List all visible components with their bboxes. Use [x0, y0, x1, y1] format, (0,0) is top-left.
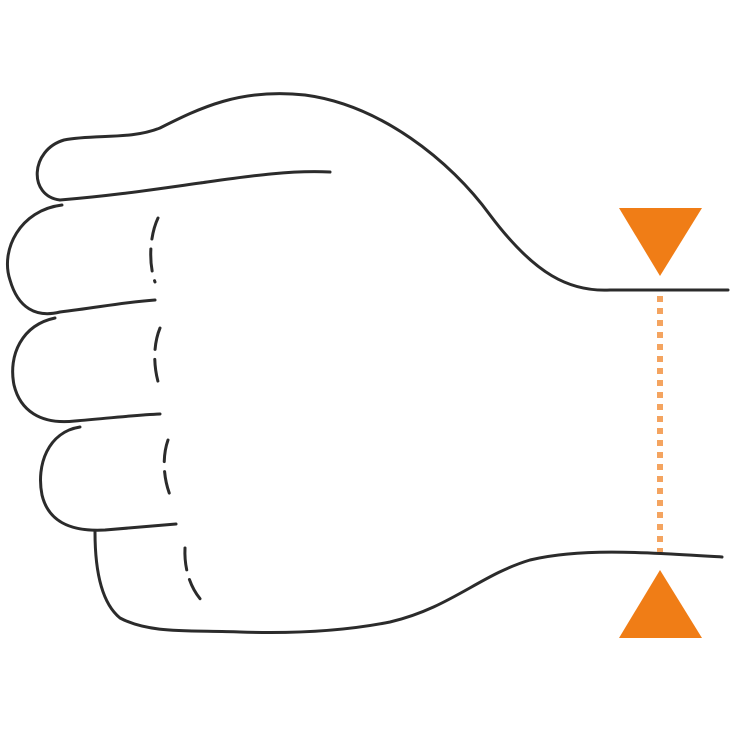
knuckle-crease-1 [149, 216, 160, 284]
thumb-outline [58, 170, 332, 202]
ring-finger-outline [39, 425, 178, 532]
fist-outline-icon [5, 92, 730, 635]
triangle-up-icon [619, 570, 702, 638]
knuckle-crease-4 [183, 546, 207, 606]
knuckle-crease-2 [153, 326, 162, 390]
hand-bottom-outline [93, 530, 724, 635]
knuckle-crease-3 [162, 438, 174, 502]
middle-finger-outline [11, 316, 162, 424]
wrist-measure-indicator [619, 208, 702, 638]
triangle-down-icon [619, 208, 702, 276]
index-finger-outline [5, 203, 157, 316]
hand-top-outline [35, 92, 730, 292]
